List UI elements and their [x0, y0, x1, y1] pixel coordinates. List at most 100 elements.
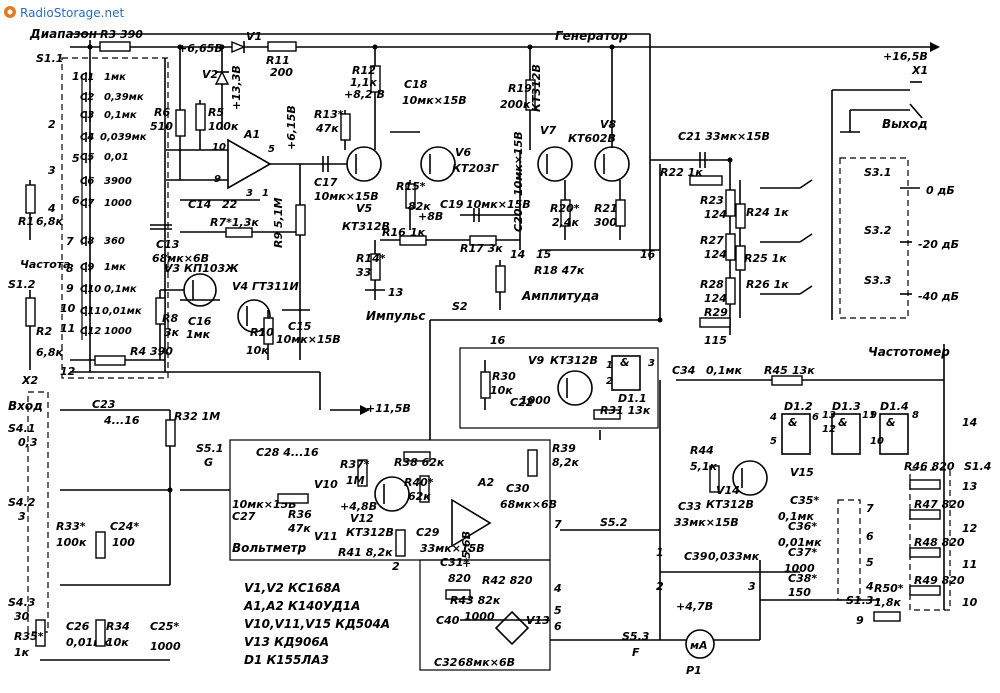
range-label: Диапазон — [29, 27, 97, 41]
r12-label: R12 — [352, 64, 376, 77]
r30-value: 10к — [490, 384, 513, 397]
c18-label: C18 — [404, 78, 428, 91]
r19-value: 200к — [500, 98, 531, 111]
v-pin-4: 4 — [553, 582, 562, 595]
r39-value: 8,2к — [552, 456, 579, 469]
c39-value: 0,033мк — [708, 550, 760, 563]
c32-value: 68мк×6В — [458, 656, 515, 669]
c10-ref: C10 — [80, 284, 101, 295]
c39-label: C39 — [684, 550, 708, 563]
r35-label: R35* — [14, 630, 44, 643]
c2-value: 0,39мк — [104, 92, 144, 103]
r41-label: R41 8,2к — [338, 546, 393, 559]
c34-label: C34 — [672, 364, 695, 377]
a1-label: A1 — [243, 128, 260, 141]
legend-line-1: V1,V2 КС168А — [244, 581, 341, 595]
r1-label: R1 — [18, 215, 34, 228]
c35-label: C35* — [790, 494, 819, 507]
r10-label: R10 — [250, 326, 274, 339]
node-15: 15 — [536, 248, 552, 261]
r11-value: 200 — [270, 66, 293, 79]
r40-label: R40* — [404, 476, 434, 489]
s3-2-label: S3.2 — [864, 224, 892, 237]
r31-label: R31 13к — [600, 404, 651, 417]
input-label: Вход — [8, 399, 43, 413]
c31-label: C31* — [440, 556, 469, 569]
d1-1-label: D1.1 — [618, 392, 647, 405]
r5-label: R5 — [208, 106, 224, 119]
c27-label: C27 — [232, 510, 256, 523]
att-20db: -20 дБ — [918, 238, 959, 251]
generator-stabilizer: V3 КП103Ж V4 ГТ311И R8 3к C16 1мк R10 10… — [70, 262, 341, 373]
v8-type: КТ602В — [568, 132, 616, 145]
r20-label: R20* — [550, 202, 580, 215]
c34-value: 0,1мк — [706, 364, 742, 377]
r7-label: R7*1,3к — [210, 216, 259, 229]
r19-label: R19 — [508, 82, 532, 95]
s4-2-label: S4.2 — [8, 496, 36, 509]
v1-label: V1 — [246, 30, 262, 43]
c3-ref: C3 — [80, 110, 94, 121]
rail-16-5v: +16,5В — [883, 50, 928, 63]
d1-4-label: D1.4 — [880, 400, 909, 413]
legend-line-5: D1 К155ЛА3 — [244, 653, 329, 667]
c25-value: 1000 — [150, 640, 181, 653]
d12-pin5: 5 — [770, 436, 777, 447]
v7-type: КТ312В — [530, 64, 543, 112]
v-pin-7: 7 — [554, 518, 562, 531]
att-0db: 0 дБ — [926, 184, 955, 197]
r15-label: R15* — [396, 180, 426, 193]
d14-pin10: 10 — [870, 436, 884, 447]
d13-pin11: 11 — [862, 410, 876, 421]
r50-label: R50* — [874, 582, 904, 595]
d14-pin9: 9 — [870, 410, 877, 421]
r16-label: R16 — [382, 226, 406, 239]
v12-label: V12 — [350, 512, 374, 525]
pos-3: 3 — [48, 164, 56, 177]
s14-pin12: 12 — [962, 522, 978, 535]
v11-label: V11 — [314, 530, 338, 543]
c9-value: 1мк — [104, 262, 126, 273]
c5-ref: C5 — [80, 152, 94, 163]
c38-label: C38* — [788, 572, 817, 585]
c23-label: C23 — [92, 398, 116, 411]
r2-value: 6,8к — [36, 346, 63, 359]
rail-8-2v: +8,2 В — [344, 88, 385, 101]
c32-label: C32 — [434, 656, 458, 669]
r10-value: 10к — [246, 344, 269, 357]
r13-label: R13* — [314, 108, 344, 121]
r6-label: R6 — [154, 106, 170, 119]
s4-1-value: 0,3 — [18, 436, 38, 449]
r44-value: 5,1к — [690, 460, 717, 473]
c37-value: 1000 — [784, 562, 815, 575]
power-rail-top: Диапазон Генератор +16,5В — [29, 27, 940, 260]
pos-9: 9 — [66, 282, 74, 295]
p1-label: P1 — [686, 664, 702, 677]
att-40db: -40 дБ — [918, 290, 959, 303]
s14-pin13: 13 — [962, 480, 978, 493]
a1-pin5: 5 — [268, 144, 275, 155]
d12-pin4: 4 — [769, 412, 777, 423]
r14-value: 33 — [356, 266, 372, 279]
c35-value: 0,1мк — [778, 510, 814, 523]
v6-label: V6 — [455, 146, 472, 159]
c29-value: 33мк×15В — [420, 542, 485, 555]
c14-label: C14 — [188, 198, 211, 211]
r32-label: R32 1M — [174, 410, 220, 423]
c8-ref: C8 — [80, 236, 94, 247]
x2-label: X2 — [21, 374, 38, 387]
r1-value: 6,8к — [36, 215, 63, 228]
r8-value: 3к — [164, 326, 180, 339]
r16-value: 1к — [410, 226, 426, 239]
c26-label: C26 — [66, 620, 90, 633]
c4-ref: C4 — [80, 132, 94, 143]
node-13: 13 — [388, 286, 404, 299]
r22-label: R22 1к — [660, 166, 703, 179]
legend-line-2: А1,А2 К140УД1А — [243, 599, 360, 613]
c1-ref: C1 — [80, 72, 94, 83]
r50-value: 1,8к — [874, 596, 901, 609]
v4-label: V4 ГТ311И — [232, 280, 299, 293]
c33-label: C33 — [678, 500, 702, 513]
c37-label: C37* — [788, 546, 817, 559]
r26-label: R26 1к — [746, 278, 789, 291]
